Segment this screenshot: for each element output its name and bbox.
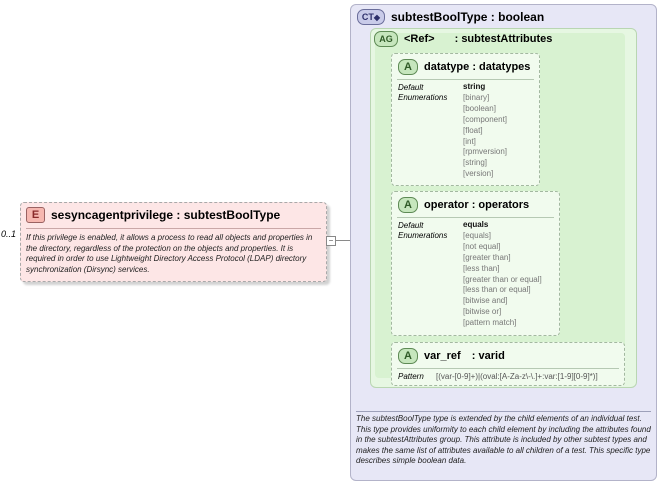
enumerations-label: Enumerations — [398, 93, 448, 102]
attribute-group-badge: AG — [374, 31, 398, 47]
divider — [356, 411, 651, 412]
element-type: subtestBoolType — [183, 208, 281, 222]
attribute-datatype[interactable]: A datatype : datatypes Default Enumerati… — [391, 53, 540, 186]
attribute-group-title: : subtestAttributes — [455, 33, 553, 45]
attribute-name: datatype — [424, 61, 470, 73]
connector-line — [326, 240, 350, 241]
default-value: equals — [463, 220, 489, 229]
complex-type-title: subtestBoolType : boolean — [391, 10, 544, 24]
attribute-name: operator — [424, 199, 469, 211]
default-label: Default — [398, 221, 424, 230]
enumeration-value: [boolean] — [463, 103, 496, 113]
attribute-group-header: AG <Ref> : subtestAttributes — [374, 31, 552, 47]
pattern-value: [(var-[0-9]+)|(oval:[A-Za-z\-\.]+:var:[1… — [436, 372, 598, 381]
attribute-title: datatype : datatypes — [424, 61, 530, 73]
enumeration-value: [less than] — [463, 263, 500, 273]
attribute-header: A var_ref : varid — [398, 348, 505, 364]
element-badge: E — [26, 207, 45, 223]
element-box[interactable]: E sesyncagentprivilege : subtestBoolType… — [20, 202, 327, 282]
type-separator: : — [471, 199, 479, 211]
default-value: string — [463, 82, 486, 91]
divider — [397, 217, 554, 218]
enumeration-value: [version] — [463, 169, 494, 179]
enumeration-value: [binary] — [463, 92, 490, 102]
element-description: If this privilege is enabled, it allows … — [26, 233, 313, 274]
attribute-type: datatypes — [479, 61, 531, 73]
attribute-header: A operator : operators — [398, 197, 529, 213]
complex-type-header: CT◆ subtestBoolType : boolean — [357, 9, 544, 25]
attribute-name: var_ref — [424, 350, 461, 362]
attribute-badge: A — [398, 197, 418, 213]
collapse-toggle-icon[interactable]: − — [326, 236, 336, 246]
enumeration-value: [greater than] — [463, 252, 511, 262]
attribute-badge: A — [398, 59, 418, 75]
complex-type-name: subtestBoolType — [391, 10, 488, 24]
attribute-title: operator : operators — [424, 199, 529, 211]
enumeration-value: [equals] — [463, 230, 492, 240]
attribute-var-ref[interactable]: A var_ref : varid Pattern [(var-[0-9]+)|… — [391, 342, 625, 386]
divider — [397, 79, 534, 80]
element-title: sesyncagentprivilege : subtestBoolType — [51, 208, 280, 222]
enumeration-value: [float] — [463, 125, 483, 135]
enumeration-list: equals [equals] [not equal] [greater tha… — [463, 220, 542, 329]
enumeration-value: [component] — [463, 114, 508, 124]
enumeration-value: [pattern match] — [463, 318, 517, 328]
attribute-type: varid — [478, 350, 505, 362]
type-separator: : — [176, 208, 184, 222]
attribute-header: A datatype : datatypes — [398, 59, 530, 75]
element-header: E sesyncagentprivilege : subtestBoolType — [26, 207, 280, 223]
attribute-group-ref: <Ref> — [404, 33, 435, 45]
type-separator: : — [471, 350, 479, 362]
enumerations-label: Enumerations — [398, 231, 448, 240]
complex-type-description: The subtestBoolType type is extended by … — [356, 414, 651, 465]
divider — [26, 228, 321, 229]
complex-type-badge: CT◆ — [357, 9, 385, 25]
enumeration-value: [not equal] — [463, 241, 501, 251]
attribute-group-name: subtestAttributes — [461, 33, 553, 45]
enumeration-list: string [binary] [boolean] [component] [f… — [463, 82, 507, 180]
enumeration-value: [bitwise or] — [463, 307, 502, 317]
type-separator: : — [454, 33, 462, 45]
complex-type-base: boolean — [498, 10, 545, 24]
attribute-type: operators — [478, 199, 530, 211]
attribute-badge: A — [398, 348, 418, 364]
enumeration-value: [less than or equal] — [463, 285, 531, 295]
type-separator: : — [472, 61, 480, 73]
enumeration-value: [rpmversion] — [463, 147, 508, 157]
divider — [397, 368, 619, 369]
attribute-operator[interactable]: A operator : operators Default Enumerati… — [391, 191, 560, 336]
occurrence-label: 0..1 — [1, 229, 17, 239]
type-separator: : — [490, 10, 499, 24]
enumeration-value: [int] — [463, 136, 476, 146]
attribute-title: var_ref : varid — [424, 350, 505, 362]
element-name: sesyncagentprivilege — [51, 208, 174, 222]
pattern-label: Pattern — [398, 372, 424, 381]
enumeration-value: [bitwise and] — [463, 296, 508, 306]
enumeration-value: [string] — [463, 158, 488, 168]
enumeration-value: [greater than or equal] — [463, 274, 542, 284]
default-label: Default — [398, 83, 424, 92]
